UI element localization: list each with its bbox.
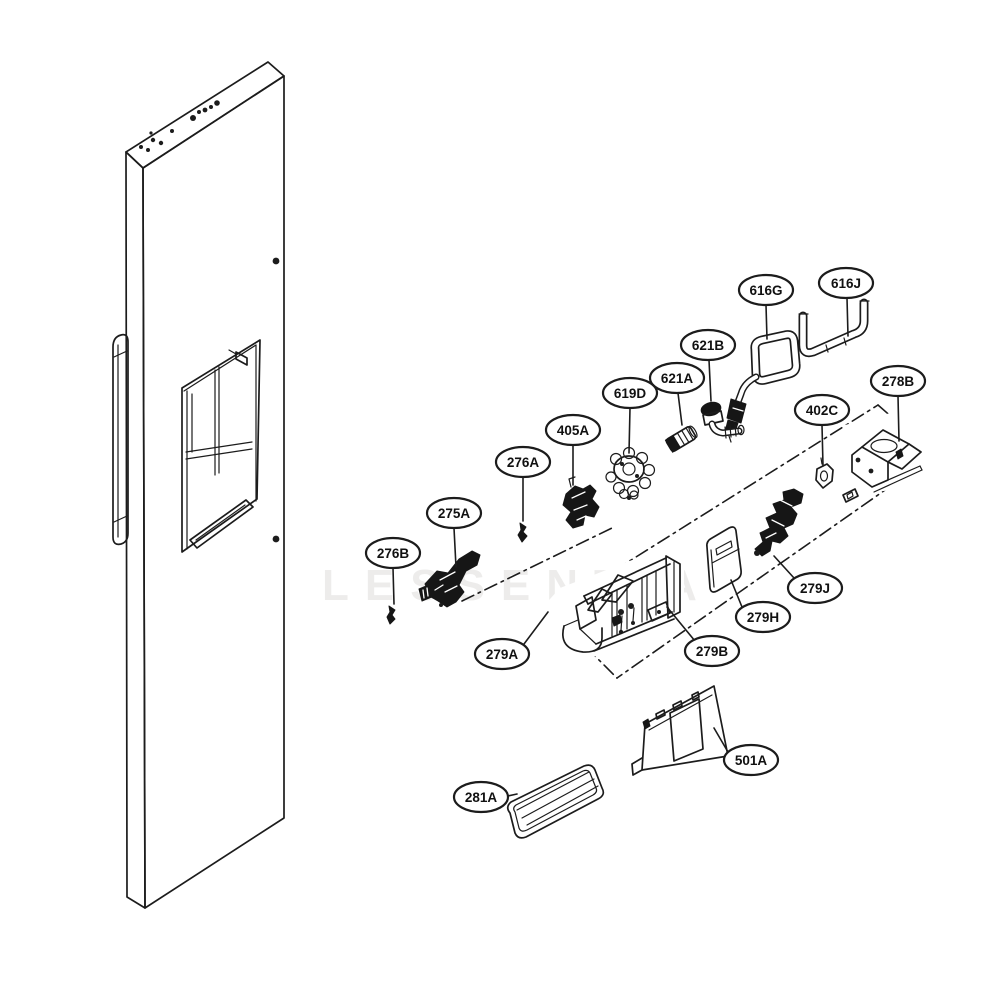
callout-275A[interactable]: 275A	[425, 496, 483, 568]
callout-402C[interactable]: 402C	[793, 393, 851, 467]
svg-text:279H: 279H	[747, 610, 779, 625]
svg-text:276B: 276B	[377, 546, 410, 561]
svg-text:278B: 278B	[882, 374, 915, 389]
callout-279A[interactable]: 279A	[473, 611, 549, 671]
callout-621A[interactable]: 621A	[648, 361, 706, 426]
part-276a-screw[interactable]	[517, 522, 528, 543]
part-279j-harness[interactable]	[754, 488, 804, 557]
callout-616J[interactable]: 616J	[817, 266, 875, 337]
plane-edge-bottom	[616, 454, 936, 679]
svg-text:621B: 621B	[692, 338, 725, 353]
part-619d-valve[interactable]	[605, 446, 656, 501]
part-278b-grommet	[842, 488, 859, 503]
callout-276B[interactable]: 276B	[364, 536, 422, 605]
part-278b-housing[interactable]	[842, 410, 936, 503]
dispenser-recess	[181, 339, 261, 553]
svg-text:279A: 279A	[486, 647, 519, 662]
part-279h-funnel[interactable]	[703, 524, 745, 598]
callout-616G[interactable]: 616G	[737, 273, 795, 340]
svg-text:501A: 501A	[735, 753, 768, 768]
door-assembly	[112, 61, 285, 909]
door-top-holes	[139, 100, 220, 152]
part-621b-elbow[interactable]	[700, 400, 745, 439]
door-screw-hole-upper	[272, 257, 280, 265]
callout-501A[interactable]: 501A	[713, 727, 780, 777]
callout-279J[interactable]: 279J	[773, 555, 844, 605]
plane-edge-left	[549, 610, 618, 679]
door-handle	[112, 333, 129, 546]
svg-text:276A: 276A	[507, 455, 540, 470]
svg-text:281A: 281A	[465, 790, 498, 805]
callout-619D[interactable]: 619D	[601, 376, 659, 454]
door-screw-hole-lower	[272, 535, 280, 543]
part-276b-screw[interactable]	[386, 605, 396, 625]
part-275a-lever[interactable]	[418, 550, 481, 608]
callout-276A[interactable]: 276A	[494, 445, 552, 522]
svg-text:616G: 616G	[749, 283, 782, 298]
callout-405A[interactable]: 405A	[544, 413, 602, 486]
part-402c-clip[interactable]	[814, 457, 836, 490]
callouts: 616G 616J 621B 621A 619D 405A	[364, 266, 927, 814]
callout-279B[interactable]: 279B	[666, 606, 741, 668]
svg-text:279B: 279B	[696, 644, 729, 659]
part-405a-assembly[interactable]	[562, 476, 600, 529]
svg-text:275A: 275A	[438, 506, 471, 521]
svg-text:616J: 616J	[831, 276, 861, 291]
callout-279H[interactable]: 279H	[730, 579, 792, 634]
svg-text:619D: 619D	[614, 386, 647, 401]
part-281a-grille[interactable]	[506, 764, 605, 839]
svg-text:621A: 621A	[661, 371, 694, 386]
sub-assembly-plane-line	[461, 527, 613, 602]
part-501a-cover[interactable]	[631, 682, 732, 776]
svg-text:405A: 405A	[557, 423, 590, 438]
callout-621B[interactable]: 621B	[679, 328, 737, 402]
door-top-face	[125, 61, 285, 169]
door-front-face	[142, 75, 285, 909]
svg-text:402C: 402C	[806, 403, 839, 418]
callout-278B[interactable]: 278B	[869, 364, 927, 442]
svg-text:279J: 279J	[800, 581, 830, 596]
part-621a-fitting[interactable]	[664, 424, 698, 453]
callout-281A[interactable]: 281A	[452, 780, 518, 814]
part-279b-frame[interactable]	[540, 546, 684, 658]
part-616j-tube[interactable]	[798, 298, 870, 358]
